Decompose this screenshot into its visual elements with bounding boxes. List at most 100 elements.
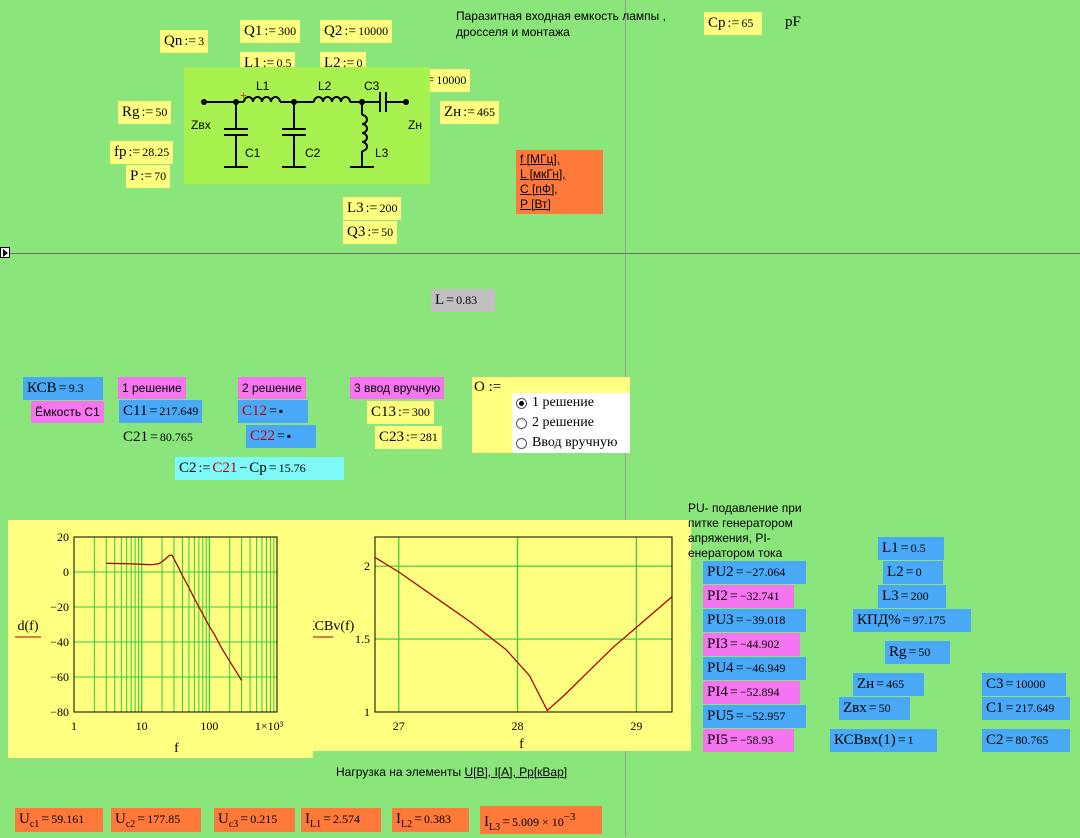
- l1-final[interactable]: L1=0.5: [878, 537, 944, 560]
- uc1-result[interactable]: Uc1=59.161: [15, 808, 103, 832]
- capacity-c1-label: Ёмкость С1: [31, 401, 104, 423]
- plot-border: [73, 536, 278, 713]
- y-tick-label: 20: [57, 530, 69, 544]
- pu3-result[interactable]: PU3=−39.018: [703, 609, 806, 632]
- y-axis-label: d(f): [18, 619, 39, 634]
- c23-definition[interactable]: C23:=281: [375, 426, 442, 449]
- pi4-result[interactable]: PI4=−52.894: [703, 681, 800, 704]
- plot-area-frame: [374, 536, 673, 713]
- l3-final[interactable]: L3=200: [878, 585, 946, 608]
- schematic-label-zn: Zн: [408, 118, 422, 132]
- series-line-ksv: [374, 556, 673, 712]
- schematic-label-c2: C2: [305, 146, 321, 160]
- c1-final[interactable]: C1=217.649: [982, 697, 1070, 720]
- load-units-link[interactable]: U[В], I[А], Pр[кВар]: [464, 765, 568, 779]
- rg-final[interactable]: Rg=50: [885, 641, 950, 664]
- c2-expression[interactable]: C2:=C21−Cp=15.76: [175, 457, 344, 480]
- pi3-result[interactable]: PI3=−44.902: [703, 633, 800, 656]
- arrow-right-icon: [3, 249, 8, 257]
- schematic-label-l1: L1: [256, 79, 270, 93]
- solution-1-label: 1 решение: [118, 377, 186, 399]
- cp-unit: pF: [785, 14, 801, 30]
- c3-final[interactable]: C3=10000: [982, 673, 1066, 696]
- schematic-label-l2: L2: [318, 79, 332, 93]
- solution-3-label: 3 ввод вручную: [350, 377, 445, 399]
- x-tick-label: 1×10³: [255, 719, 284, 733]
- uc3-result[interactable]: Uc3=0.215: [214, 808, 295, 832]
- c22-result[interactable]: C22=▪: [246, 425, 316, 448]
- x-tick-label: 29: [630, 719, 642, 733]
- x-axis-label: f: [519, 737, 524, 751]
- plot-area-frame: [73, 536, 278, 713]
- ksvvx-final[interactable]: КСВвх(1)=1: [830, 729, 937, 752]
- option-radio-group: 1 решение 2 решение Ввод вручную: [512, 393, 630, 453]
- pi5-result[interactable]: PI5=−58.93: [703, 729, 794, 752]
- radio-unselected-icon[interactable]: [516, 437, 527, 449]
- cp-definition[interactable]: Cp:=65: [704, 12, 762, 35]
- region-collapse-arrow[interactable]: [0, 247, 10, 258]
- c12-result[interactable]: C12=▪: [238, 400, 308, 423]
- c11-result[interactable]: C11=217.649: [119, 400, 203, 423]
- y-tick-label: 2: [364, 559, 370, 573]
- q1-definition[interactable]: Q1:=300: [240, 20, 301, 43]
- il3-result[interactable]: IL3=5.009× 10−3: [480, 806, 602, 834]
- zn-definition[interactable]: Zн:=465: [440, 101, 499, 124]
- il1-result[interactable]: IL1=2.574: [301, 808, 381, 832]
- qn-definition[interactable]: Qn:=3: [160, 30, 209, 53]
- uc2-result[interactable]: Uc2=177.85: [111, 808, 201, 832]
- radio-option-3[interactable]: Ввод вручную: [512, 433, 630, 453]
- x-tick-label: 1: [71, 719, 77, 733]
- horizontal-divider: [0, 253, 1080, 254]
- solution-2-label: 2 решение: [238, 377, 306, 399]
- x-tick-label: 28: [512, 719, 524, 733]
- pu5-result[interactable]: PU5=−52.957: [703, 705, 806, 728]
- radio-unselected-icon[interactable]: [516, 417, 527, 429]
- y-tick-label: 1.5: [355, 632, 370, 646]
- kpd-final[interactable]: КПД%=97.175: [853, 609, 971, 632]
- y-tick-label: −60: [50, 670, 69, 684]
- y-axis-label: КСВv(f): [313, 619, 355, 634]
- radio-option-2[interactable]: 2 решение: [512, 413, 630, 433]
- circuit-schematic: +: [184, 67, 430, 184]
- pu4-result[interactable]: PU4=−46.949: [703, 657, 806, 680]
- ksv-result[interactable]: КСВ=9.3: [23, 377, 103, 400]
- c21-result[interactable]: C21=80.765: [123, 429, 193, 445]
- load-title: Нагрузка на элементы U[В], I[А], Pр[кВар…: [336, 765, 568, 779]
- radio-option-1[interactable]: 1 решение: [512, 393, 630, 413]
- l3-definition[interactable]: L3:=200: [343, 197, 402, 220]
- q2-definition[interactable]: Q2:=10000: [320, 20, 393, 43]
- l2-final[interactable]: L2=0: [883, 561, 943, 584]
- units-legend[interactable]: f [МГц], L [мкГн], C [пФ], P [Вт]: [516, 150, 603, 214]
- rg-definition[interactable]: Rg:=50: [118, 101, 172, 124]
- pu2-result[interactable]: PU2=−27.064: [703, 561, 806, 584]
- zn-final[interactable]: Zн=465: [853, 673, 924, 696]
- series-line-d: [106, 554, 243, 681]
- x-tick-label: 27: [393, 719, 405, 733]
- x-tick-label: 100: [200, 719, 218, 733]
- l-result[interactable]: L=0.83: [431, 289, 495, 312]
- zvx-final[interactable]: Zвх=50: [839, 697, 910, 720]
- il2-result[interactable]: IL2=0.383: [392, 808, 469, 832]
- radio-selected-icon[interactable]: [516, 397, 527, 409]
- pi2-result[interactable]: PI2=−32.741: [703, 585, 794, 608]
- svg-text:+: +: [240, 88, 247, 102]
- schematic-label-l3: L3: [375, 146, 389, 160]
- y-tick-label: −20: [50, 600, 69, 614]
- parasitic-capacity-note: Паразитная входная емкость лампы , дросс…: [456, 9, 666, 39]
- x-tick-label: 10: [136, 719, 148, 733]
- chart-ksv-plot[interactable]: 21.51272829КСВv(f)f: [313, 520, 691, 751]
- x-axis-label: f: [174, 741, 179, 756]
- suppression-note: PU- подавление при питке генератором апр…: [688, 501, 802, 560]
- schematic-label-c1: C1: [245, 146, 261, 160]
- option-definition: O := 1 решение 2 решение Ввод вручную: [472, 377, 630, 453]
- schematic-label-c3: C3: [364, 79, 380, 93]
- y-tick-label: 0: [63, 565, 69, 579]
- c13-definition[interactable]: C13:=300: [367, 401, 434, 424]
- q3-definition[interactable]: Q3:=50: [343, 221, 398, 244]
- schematic-label-zvx: Zвх: [191, 118, 211, 132]
- c2-final[interactable]: C2=80.765: [982, 729, 1070, 752]
- fp-definition[interactable]: fp:=28.25: [110, 141, 174, 164]
- p-definition[interactable]: P:=70: [126, 165, 171, 188]
- plot-border: [374, 536, 673, 713]
